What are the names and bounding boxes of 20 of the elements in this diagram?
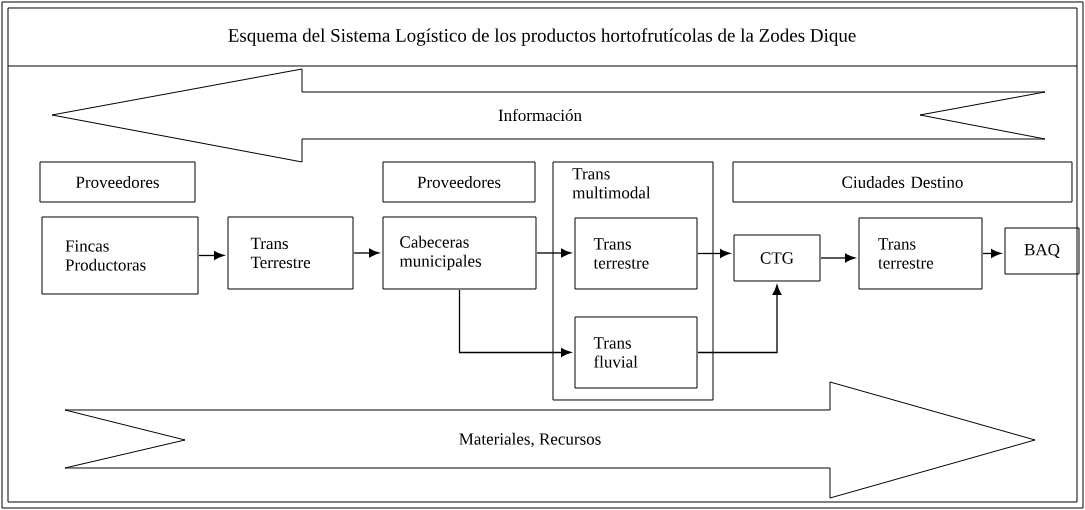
process-box: BAQ xyxy=(1004,227,1080,275)
process-box: Proveedores xyxy=(382,161,536,203)
process-box: CTG xyxy=(733,234,821,282)
arrow xyxy=(697,284,782,354)
arrow xyxy=(198,251,225,260)
arrow xyxy=(353,248,380,258)
process-box: Trans terrestre xyxy=(574,217,698,290)
process-box: Fincas Productoras xyxy=(41,216,199,295)
process-box: Ciudades Destino xyxy=(732,161,1073,203)
process-box: Proveedores xyxy=(39,161,196,203)
arrow xyxy=(458,289,572,357)
process-box: Trans Terrestre xyxy=(227,216,354,290)
process-box: Cabeceras municipales xyxy=(382,216,537,290)
process-box: Trans terrestre xyxy=(858,217,983,290)
title: Esquema del Sistema Logístico de los productos hortofrutícolas de la Zodes Dique xyxy=(228,28,856,46)
arrow xyxy=(982,249,1002,258)
arrow xyxy=(820,253,856,263)
arrow xyxy=(697,249,731,258)
process-box: Trans fluvial xyxy=(574,316,698,389)
arrow xyxy=(536,248,572,258)
